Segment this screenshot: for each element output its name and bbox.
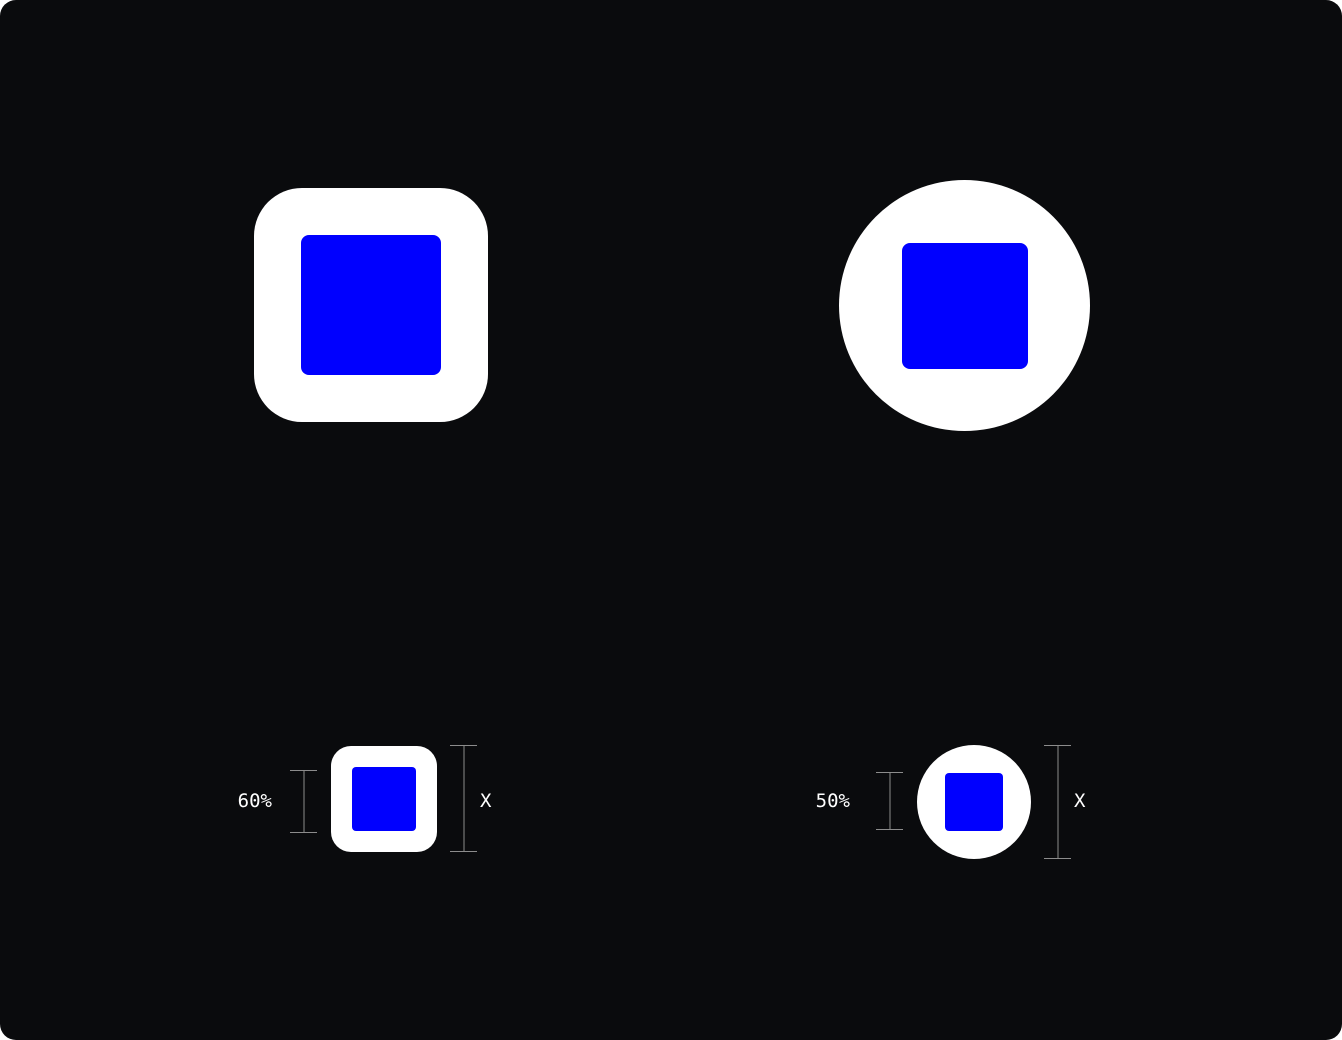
small-rounded-outer-size-label: X: [480, 790, 492, 812]
small-circle-inner-ratio-label: 50%: [815, 790, 850, 812]
small-circle-inner-dimension-line: [876, 772, 903, 830]
large-rounded-square-container: [254, 188, 488, 422]
large-rounded-square-glyph: [301, 235, 441, 375]
small-rounded-inner-ratio-label: 60%: [237, 790, 272, 812]
small-rounded-outer-dimension-line: [450, 745, 477, 852]
small-circle-outer-dimension-line: [1044, 745, 1071, 859]
small-rounded-inner-dimension-line: [290, 770, 317, 833]
small-circle-container: [917, 745, 1031, 859]
small-rounded-square-container: [331, 746, 437, 852]
small-circle-outer-size-label: X: [1074, 790, 1086, 812]
small-circle-glyph: [945, 773, 1003, 831]
large-circle-container: [839, 180, 1090, 431]
small-rounded-square-glyph: [352, 767, 416, 831]
large-circle-glyph: [902, 243, 1028, 369]
